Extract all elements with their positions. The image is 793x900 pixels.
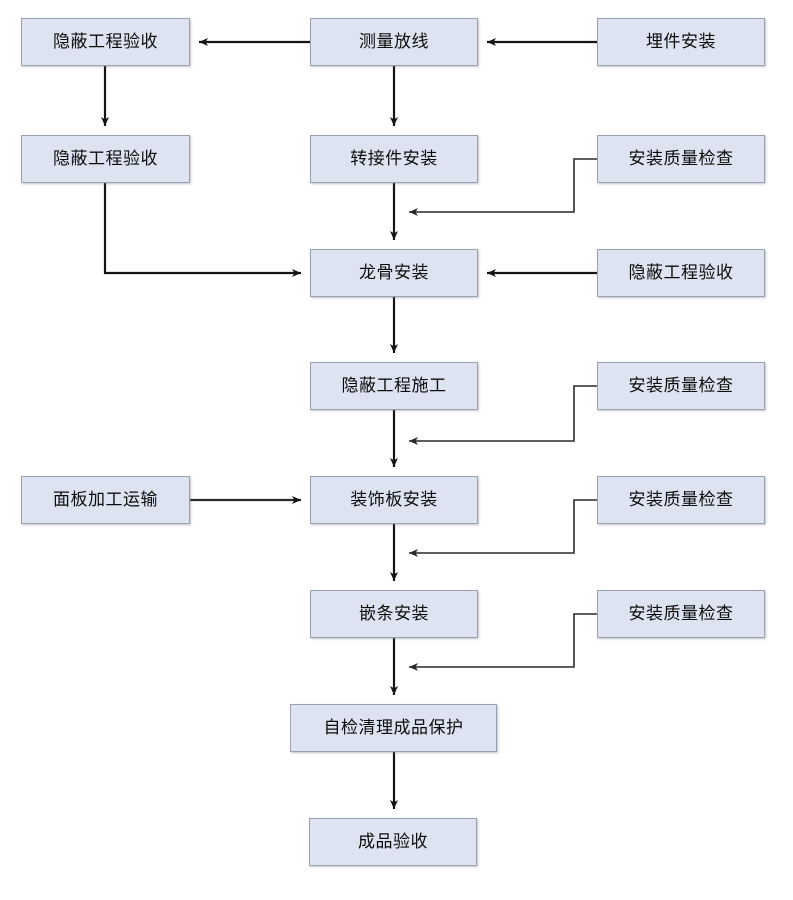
node-label: 隐蔽工程验收 — [628, 262, 734, 283]
node-yinbi-gongcheng-shigong[interactable]: 隐蔽工程施工 — [310, 362, 478, 410]
node-label: 转接件安装 — [350, 148, 438, 169]
node-anzhuang-zhiliang-jiancha-row2[interactable]: 安装质量检查 — [597, 135, 765, 183]
node-yinbi-gongcheng-yanshou-top[interactable]: 隐蔽工程验收 — [21, 18, 190, 66]
node-label: 装饰板安装 — [350, 489, 438, 510]
edge-zhiliang-row2-to-trunk — [409, 158, 597, 216]
node-yinbi-gongcheng-yanshou-row2[interactable]: 隐蔽工程验收 — [21, 135, 190, 183]
node-qiantiao-anzhuang[interactable]: 嵌条安装 — [310, 590, 478, 638]
node-label: 埋件安装 — [646, 31, 716, 52]
node-anzhuang-zhiliang-jiancha-row5[interactable]: 安装质量检查 — [597, 476, 765, 524]
node-label: 安装质量检查 — [628, 489, 734, 510]
node-chengpin-yanshou[interactable]: 成品验收 — [309, 818, 477, 866]
edge-zhiliang-row6-to-trunk — [409, 613, 597, 671]
node-label: 安装质量检查 — [628, 148, 734, 169]
node-anzhuang-zhiliang-jiancha-row4[interactable]: 安装质量检查 — [597, 362, 765, 410]
node-label: 隐蔽工程施工 — [341, 375, 447, 396]
node-label: 成品验收 — [358, 831, 428, 852]
node-mianban-jiagong-yunshu[interactable]: 面板加工运输 — [21, 476, 190, 524]
node-zhuangshiban-anzhuang[interactable]: 装饰板安装 — [310, 476, 478, 524]
node-anzhuang-zhiliang-jiancha-row6[interactable]: 安装质量检查 — [597, 590, 765, 638]
node-celiang-fangxian[interactable]: 测量放线 — [310, 18, 478, 66]
node-zhuanjiejian-anzhuang[interactable]: 转接件安装 — [310, 135, 478, 183]
node-label: 测量放线 — [359, 31, 429, 52]
node-zijian-qingli-chengpin-baohu[interactable]: 自检清理成品保护 — [290, 704, 497, 752]
node-maijian-anzhuang[interactable]: 埋件安装 — [597, 18, 765, 66]
node-label: 隐蔽工程验收 — [53, 148, 158, 169]
node-label: 安装质量检查 — [628, 603, 734, 624]
edge-yanshou-row2-to-longgu — [103, 183, 301, 277]
node-label: 自检清理成品保护 — [323, 717, 464, 738]
edge-zhiliang-row4-to-trunk — [409, 385, 597, 445]
edge-zhiliang-row5-to-trunk — [409, 499, 597, 557]
node-label: 嵌条安装 — [359, 603, 429, 624]
node-label: 安装质量检查 — [628, 375, 734, 396]
node-label: 面板加工运输 — [53, 489, 158, 510]
node-label: 隐蔽工程验收 — [53, 31, 158, 52]
node-yinbi-gongcheng-yanshou-row3[interactable]: 隐蔽工程验收 — [597, 249, 765, 297]
node-label: 龙骨安装 — [359, 262, 429, 283]
node-longgu-anzhuang[interactable]: 龙骨安装 — [310, 249, 478, 297]
